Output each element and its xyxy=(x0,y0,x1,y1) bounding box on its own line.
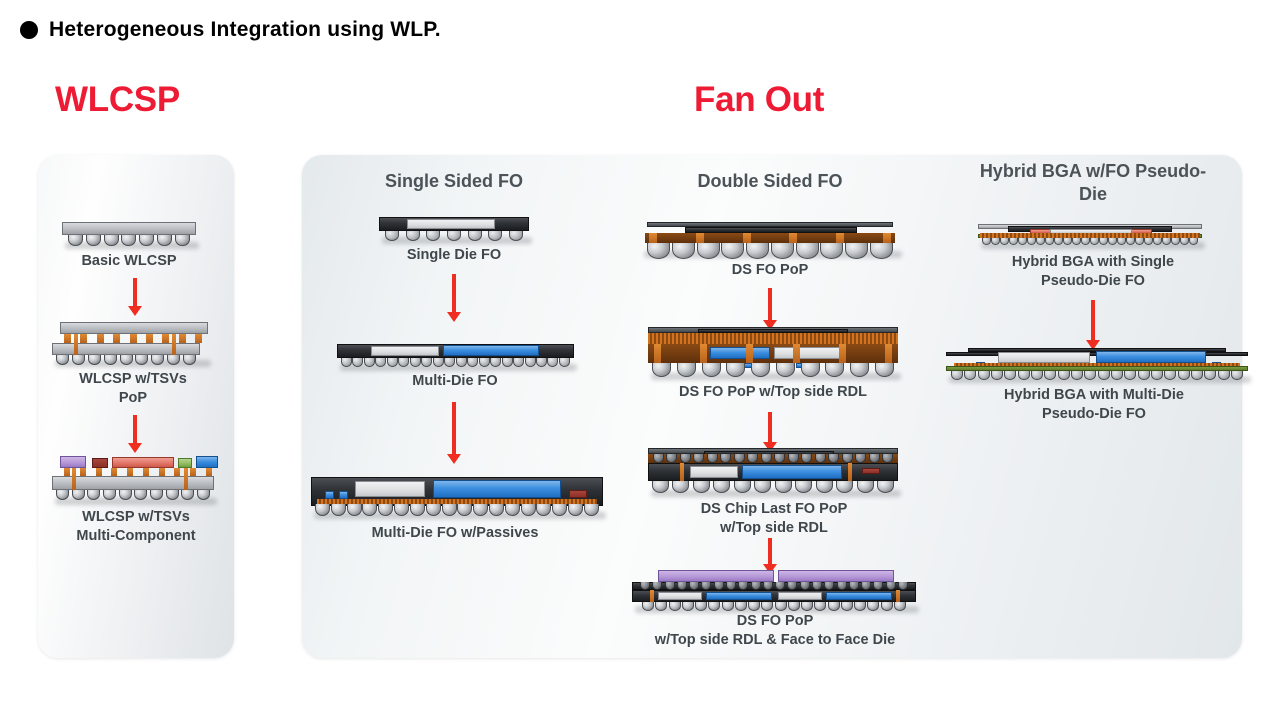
arrow-dsfo-1 xyxy=(763,288,777,330)
package-ds-chip-last-fo-pop xyxy=(648,448,901,497)
arrow-dsfo-3 xyxy=(763,538,777,574)
package-hybrid-bga-multi-die xyxy=(946,348,1251,383)
package-hybrid-bga-single-pseudo-die xyxy=(978,224,1205,249)
heading-double-sided-fo: Double Sided FO xyxy=(697,171,843,191)
package-basic-wlcsp xyxy=(62,222,199,249)
label-hybrid-bga-single-pseudo-die: Hybrid BGA with Single Pseudo-Die FO xyxy=(1011,254,1175,289)
label-ds-fo-pop: DS FO PoP xyxy=(731,262,809,278)
package-ds-fo-pop xyxy=(641,222,902,259)
label-multi-die-fo-passives: Multi-Die FO w/Passives xyxy=(371,525,539,541)
arrow-ssfo-2 xyxy=(447,402,461,464)
label-hybrid-bga-multi-die: Hybrid BGA with Multi-Die Pseudo-Die FO xyxy=(1004,387,1184,422)
package-wlcsp-tsv-multicomponent xyxy=(52,456,218,505)
package-multi-die-fo-passives xyxy=(311,477,606,519)
wlcsp-section-heading: WLCSP xyxy=(55,80,180,119)
slide-title-text: Heterogeneous Integration using WLP. xyxy=(49,18,441,41)
arrow-ssfo-1 xyxy=(447,274,461,322)
arrow-wlcsp-2 xyxy=(128,415,142,453)
package-single-die-fo xyxy=(379,217,532,244)
arrow-dsfo-2 xyxy=(763,412,777,452)
filled-circle-bullet-icon xyxy=(20,21,38,39)
label-wlcsp-tsv-multicomponent: WLCSP w/TSVs Multi-Component xyxy=(76,509,196,544)
label-ds-chip-last-fo-pop: DS Chip Last FO PoP w/Top side RDL xyxy=(700,501,848,536)
package-ds-fo-pop-rdl xyxy=(648,327,901,380)
label-basic-wlcsp: Basic WLCSP xyxy=(81,253,177,269)
package-ds-fo-pop-face-to-face xyxy=(632,570,919,613)
heading-hybrid-bga: Hybrid BGA w/FO Pseudo-Die xyxy=(979,161,1207,205)
arrow-wlcsp-1 xyxy=(128,278,142,316)
fanout-section-heading: Fan Out xyxy=(694,80,825,119)
package-wlcsp-tsv-pop xyxy=(52,322,211,367)
arrow-hybrid-1 xyxy=(1086,300,1100,350)
label-single-die-fo: Single Die FO xyxy=(406,247,502,263)
heading-single-sided-fo: Single Sided FO xyxy=(384,171,523,191)
label-ds-fo-pop-face-to-face: DS FO PoP w/Top side RDL & Face to Face … xyxy=(654,613,896,648)
slide-title: Heterogeneous Integration using WLP. xyxy=(20,18,441,42)
package-multi-die-fo xyxy=(337,344,577,371)
label-multi-die-fo: Multi-Die FO xyxy=(412,373,498,389)
label-wlcsp-tsv-pop: WLCSP w/TSVs PoP xyxy=(79,371,187,406)
label-ds-fo-pop-rdl: DS FO PoP w/Top side RDL xyxy=(679,384,867,400)
